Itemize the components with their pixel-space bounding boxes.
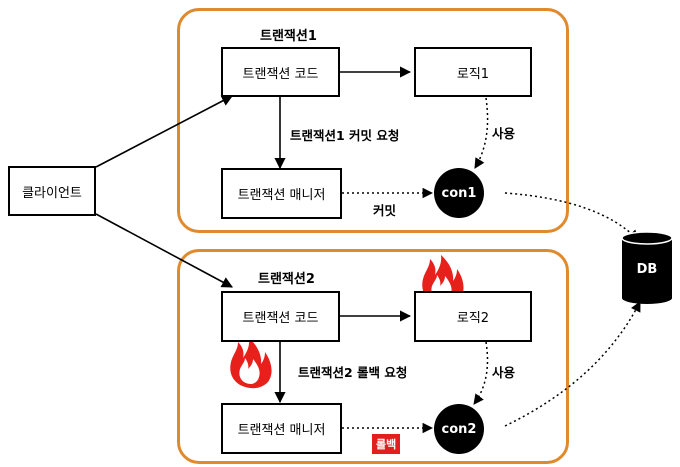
db-label: DB	[637, 262, 658, 277]
transaction1-group	[177, 8, 569, 233]
fire-icon	[230, 338, 272, 389]
tx2-logic-label: 로직2	[456, 311, 490, 326]
con2-connection: con2	[434, 404, 484, 454]
client-box: 클라이언트	[8, 166, 96, 216]
rollback-badge: 롤백	[372, 434, 401, 454]
con2-label: con2	[441, 421, 477, 437]
tx2-logic-box: 로직2	[414, 291, 532, 342]
arrow-con2-to-db	[504, 301, 641, 427]
transaction2-group	[177, 249, 569, 464]
db-cylinder	[621, 231, 673, 304]
tx1-request-label: 트랜잭션1 커밋 요청	[290, 128, 400, 143]
arrow-tx1-logic-to-con1	[474, 97, 489, 169]
tx1-use-label: 사용	[492, 126, 516, 141]
tx1-code-box: 트랜잭션 코드	[221, 47, 340, 97]
tx2-manager-box: 트랜잭션 매니저	[221, 403, 342, 454]
tx1-manager-box: 트랜잭션 매니저	[221, 168, 342, 219]
arrow-tx2-logic-to-con2	[473, 341, 489, 405]
tx1-title: 트랜잭션1	[260, 29, 317, 44]
arrow-con1-to-db	[504, 192, 639, 241]
arrow-client-to-tx1	[95, 95, 233, 168]
tx2-manager-label: 트랜잭션 매니저	[237, 423, 326, 438]
tx1-logic-box: 로직1	[414, 47, 532, 97]
tx1-logic-label: 로직1	[456, 66, 490, 82]
con1-label: con1	[441, 185, 477, 201]
tx1-manager-label: 트랜잭션 매니저	[237, 188, 326, 203]
tx2-code-label: 트랜잭션 코드	[242, 311, 319, 326]
tx2-title: 트랜잭션2	[258, 272, 315, 287]
con1-connection: con1	[434, 168, 484, 218]
arrow-client-to-tx2	[95, 213, 233, 288]
tx2-code-box: 트랜잭션 코드	[221, 291, 340, 342]
tx1-code-label: 트랜잭션 코드	[242, 66, 319, 82]
client-label: 클라이언트	[22, 185, 82, 201]
tx2-request-label: 트랜잭션2 롤백 요청	[298, 365, 408, 380]
tx2-use-label: 사용	[492, 365, 516, 380]
tx1-commit-label: 커밋	[373, 203, 397, 218]
